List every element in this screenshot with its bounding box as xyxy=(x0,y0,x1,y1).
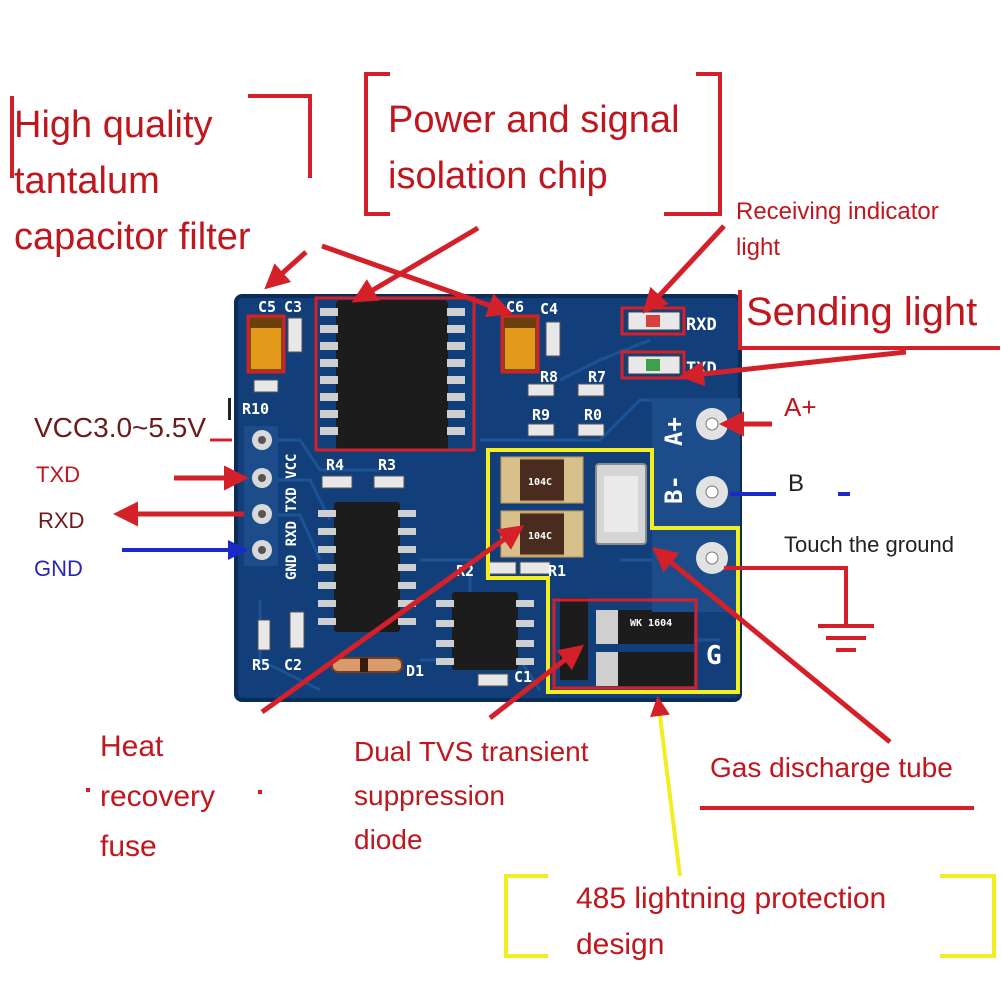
silk-r4: R4 xyxy=(326,456,344,474)
silk-c3: C3 xyxy=(284,298,302,316)
lightning-callout: 485 lightning protection design xyxy=(576,882,887,961)
silk-r3: R3 xyxy=(378,456,396,474)
isolation-callout: Power and signal isolation chip xyxy=(388,99,680,197)
silk-r8: R8 xyxy=(540,368,558,386)
silk-c1: C1 xyxy=(514,668,532,686)
tantalum-callout: High quality tantalum capacitor filter xyxy=(14,104,251,258)
small-chip xyxy=(436,592,534,670)
silk-header: GND RXD TXD VCC xyxy=(284,454,300,580)
recovery-fuse xyxy=(331,657,403,673)
tvs-diodes xyxy=(560,598,694,686)
smd-components xyxy=(253,317,605,687)
txd-led xyxy=(627,355,681,375)
ground-label: Touch the ground xyxy=(784,532,955,557)
isolation-chip xyxy=(336,300,448,450)
gnd-label: GND xyxy=(34,556,83,581)
receiving-callout: Receiving indicator light xyxy=(736,198,939,261)
silk-r9: R9 xyxy=(532,406,550,424)
silk-d1: D1 xyxy=(406,662,424,680)
silk-r0: R0 xyxy=(584,406,602,424)
blue-arrows xyxy=(122,492,850,560)
vcc-label: VCC3.0~5.5V xyxy=(34,412,206,443)
silk-led-rxd: RXD xyxy=(686,315,717,335)
gas-discharge-tube xyxy=(595,463,647,545)
b-label: B xyxy=(788,470,805,497)
yellow-arrow xyxy=(650,696,682,877)
txd-label: TXD xyxy=(36,462,80,487)
tantalum-capacitor-right xyxy=(503,317,537,371)
terminal-pads xyxy=(652,398,740,612)
fuse-callout: Heat recovery fuse xyxy=(100,730,216,863)
chip-pins xyxy=(320,308,465,435)
cursor-mark xyxy=(86,398,262,794)
silk-r7: R7 xyxy=(588,368,606,386)
sending-callout: Sending light xyxy=(746,290,978,334)
silk-r1: R1 xyxy=(548,562,566,580)
annotation-arrows xyxy=(113,224,907,744)
silkscreen-labels: C5 C3 C6 C4 R8 R7 R9 R0 R10 R4 R3 R2 R1 … xyxy=(242,298,722,686)
protection-frames xyxy=(486,448,996,958)
tvs-callout: Dual TVS transient suppression diode xyxy=(354,736,589,855)
silk-b-minus: B- xyxy=(660,475,688,504)
ground-symbol xyxy=(724,566,874,652)
gas-tube-callout: Gas discharge tube xyxy=(710,752,953,783)
silk-c6: C6 xyxy=(506,298,524,316)
rxd-led xyxy=(627,311,681,331)
silk-r10: R10 xyxy=(242,400,269,418)
silk-r5: R5 xyxy=(252,656,270,674)
silk-c5: C5 xyxy=(258,298,276,316)
silk-a-plus: A+ xyxy=(660,417,688,446)
pin-header xyxy=(244,426,278,566)
silk-c4: C4 xyxy=(540,300,558,318)
transceiver-chip xyxy=(318,502,416,632)
silk-tvs-mark: WK 1604 xyxy=(630,618,672,629)
tantalum-capacitor-left xyxy=(249,317,283,371)
rxd-label: RXD xyxy=(38,508,85,533)
silk-c2: C2 xyxy=(284,656,302,674)
silk-g: G xyxy=(706,641,722,671)
silk-cap-mark-1: 104C xyxy=(528,477,552,488)
a-plus-label: A+ xyxy=(784,392,817,422)
silk-cap-mark-2: 104C xyxy=(528,531,552,542)
